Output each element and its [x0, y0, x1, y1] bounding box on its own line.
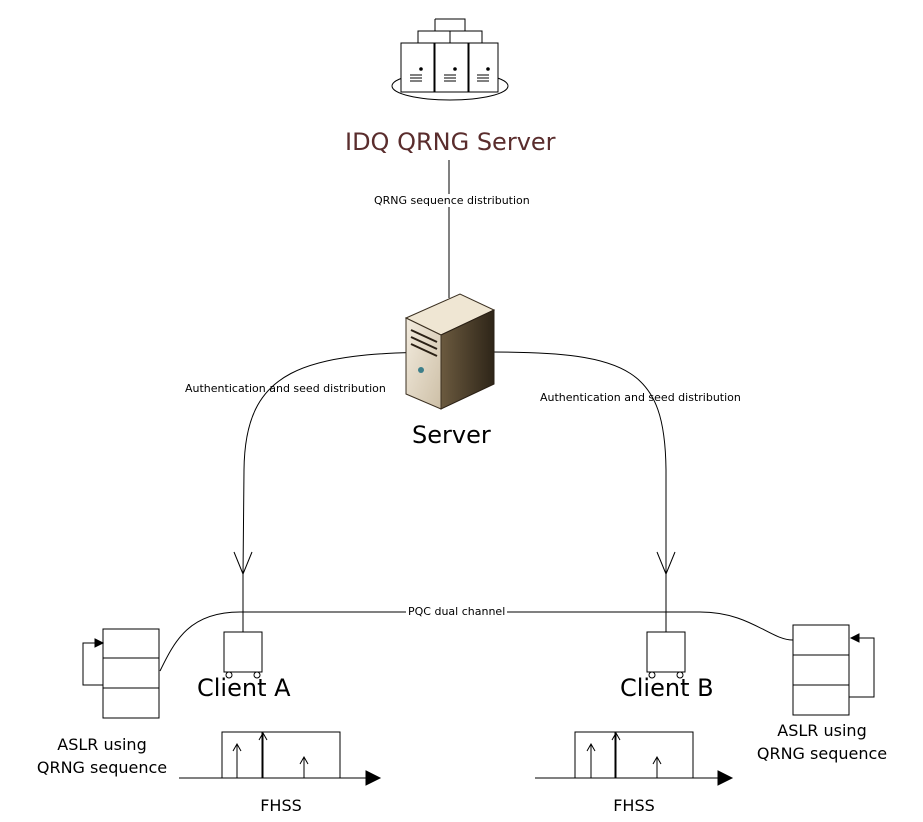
fhss-right-label: FHSS [613, 796, 655, 815]
tower-server-icon [404, 293, 496, 410]
fhss-left-label: FHSS [260, 796, 302, 815]
aslr-left-line2: QRNG sequence [36, 758, 168, 777]
auth-link-right [491, 351, 667, 575]
fhss-diagram-left [179, 731, 382, 786]
auth-right-label: Authentication and seed distribution [540, 391, 741, 404]
aslr-right-label: ASLR using QRNG sequence [756, 719, 888, 765]
server-title: Server [412, 421, 491, 449]
aslr-stack-left [82, 628, 160, 719]
aslr-left-label: ASLR using QRNG sequence [36, 733, 168, 779]
client-device-icon [223, 631, 263, 679]
client-a-title: Client A [197, 674, 291, 702]
client-device-icon [646, 631, 686, 679]
qrng-distribution-label: QRNG sequence distribution [372, 194, 532, 207]
server-rack-icon [391, 18, 509, 101]
fhss-diagram-right [535, 731, 734, 786]
pqc-channel-label: PQC dual channel [406, 605, 508, 618]
qrng-server-title: IDQ QRNG Server [345, 128, 556, 156]
auth-left-label: Authentication and seed distribution [185, 382, 386, 395]
aslr-stack-right [792, 624, 875, 716]
client-b-title: Client B [620, 674, 714, 702]
aslr-left-line1: ASLR using [57, 735, 147, 754]
auth-link-left [242, 351, 449, 576]
aslr-right-line2: QRNG sequence [756, 744, 888, 763]
aslr-right-line1: ASLR using [777, 721, 867, 740]
